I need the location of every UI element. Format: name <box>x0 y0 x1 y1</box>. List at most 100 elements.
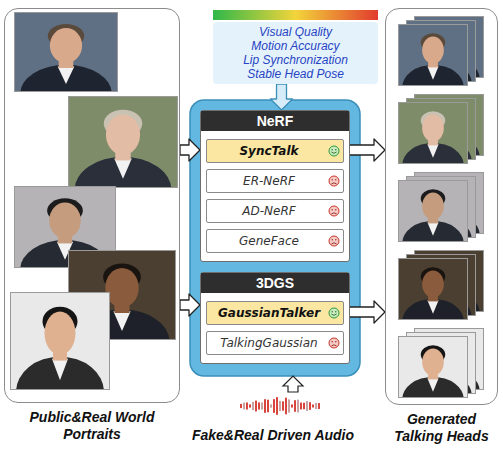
waveform-bar <box>318 403 320 409</box>
waveform-bar <box>249 404 251 407</box>
waveform-bar <box>261 402 263 409</box>
portrait-shirt <box>113 311 130 331</box>
waveform-bar <box>273 399 275 413</box>
waveform-bar <box>276 397 278 415</box>
portrait-shirt <box>114 159 132 179</box>
portrait-suit <box>75 157 172 188</box>
method-box: AD-NeRF <box>206 199 344 223</box>
sad-face <box>328 205 340 217</box>
method-name: GaussianTalker <box>218 306 320 320</box>
waveform-bar <box>240 404 242 408</box>
photo-border <box>399 337 468 398</box>
face-mouth <box>331 243 336 244</box>
method-box: TalkingGaussian <box>206 331 344 355</box>
flow-arrow <box>344 139 385 161</box>
portrait-suit <box>16 357 104 390</box>
portrait-face <box>49 202 81 238</box>
method-name: AD-NeRF <box>242 204 295 218</box>
face-eye <box>332 149 333 150</box>
happy-face <box>328 145 340 157</box>
group-header: NeRF <box>201 111 349 131</box>
waveform-bar <box>246 402 248 409</box>
method-name: TalkingGaussian <box>220 336 317 350</box>
method-group: 3DGSGaussianTalkerTalkingGaussian <box>200 272 350 364</box>
waveform-bar <box>282 401 284 410</box>
waveform-bar <box>255 401 257 412</box>
method-container <box>190 100 360 376</box>
portrait-photos <box>10 12 484 427</box>
happy-face <box>328 307 340 319</box>
method-name: GeneFace <box>239 234 299 248</box>
audio-up-arrow <box>283 376 303 392</box>
photo-border <box>399 259 468 320</box>
waveform-bar <box>294 400 296 412</box>
waveform-bar <box>252 402 254 410</box>
flow-arrow <box>180 139 200 161</box>
portrait-suit <box>402 65 464 86</box>
portrait-photo <box>68 96 178 188</box>
portrait-shirt <box>58 66 75 84</box>
portrait-shirt <box>427 144 438 158</box>
waveform-bar <box>288 399 290 412</box>
waveform-bar <box>243 403 245 410</box>
portrait-face <box>50 28 82 63</box>
portrait-photo <box>14 12 118 92</box>
face-outline <box>329 206 339 216</box>
panel-caption: Generated Talking Heads <box>387 411 497 445</box>
panel-border <box>4 8 180 403</box>
photo-border <box>399 181 468 242</box>
portrait-suit <box>402 299 464 320</box>
portrait-photo <box>398 336 468 398</box>
audio-label: Fake&Real Driven Audio <box>192 427 354 443</box>
portrait-shirt <box>52 359 68 381</box>
panel-caption: Public&Real World Portraits <box>30 409 155 443</box>
photo-border <box>15 13 118 92</box>
photo-border <box>399 25 468 86</box>
criterion-text: Stable Head Pose <box>247 67 344 81</box>
criterion-text: Lip Synchronization <box>243 53 348 67</box>
portrait-shirt <box>427 222 438 236</box>
portrait-photo <box>398 24 468 86</box>
face-eye <box>335 149 336 150</box>
method-name: ER-NeRF <box>243 174 295 188</box>
face-mouth <box>331 213 336 214</box>
waveform-bar <box>258 402 260 409</box>
waveform-bar <box>279 401 281 411</box>
face-eye <box>332 341 333 342</box>
flow-arrow <box>180 294 200 316</box>
face-outline <box>329 236 339 246</box>
portrait-face <box>106 114 140 154</box>
waveform-bar <box>270 404 272 407</box>
quality-gradient-bar <box>213 10 378 20</box>
waveform-bar <box>306 401 308 411</box>
label-box: Fake&Real Driven Audio <box>163 426 383 444</box>
flow-arrow <box>344 301 385 323</box>
panel-border <box>385 8 498 405</box>
portrait-face <box>422 192 444 219</box>
face-mouth <box>331 183 336 184</box>
method-box: ER-NeRF <box>206 169 344 193</box>
waveform-bar <box>309 402 311 410</box>
method-box: GeneFace <box>206 229 344 253</box>
sad-face <box>328 337 340 349</box>
photo-border <box>399 103 468 164</box>
face-eye <box>335 209 336 210</box>
waveform-bar <box>312 404 314 407</box>
portrait-face <box>422 114 444 141</box>
face-eye <box>332 239 333 240</box>
waveform-bar <box>267 400 269 413</box>
face-eye <box>335 311 336 312</box>
portrait-face <box>422 348 444 375</box>
face-mouth <box>331 345 336 346</box>
method-box: GaussianTalker <box>206 301 344 325</box>
face-eye <box>335 239 336 240</box>
face-outline <box>329 146 339 156</box>
waveform-bar <box>300 403 302 410</box>
face-eye <box>332 311 333 312</box>
photo-border <box>11 293 110 390</box>
portrait-photo <box>398 258 468 320</box>
face-eye <box>335 179 336 180</box>
face-eye <box>335 341 336 342</box>
waveform-bar <box>285 398 287 415</box>
